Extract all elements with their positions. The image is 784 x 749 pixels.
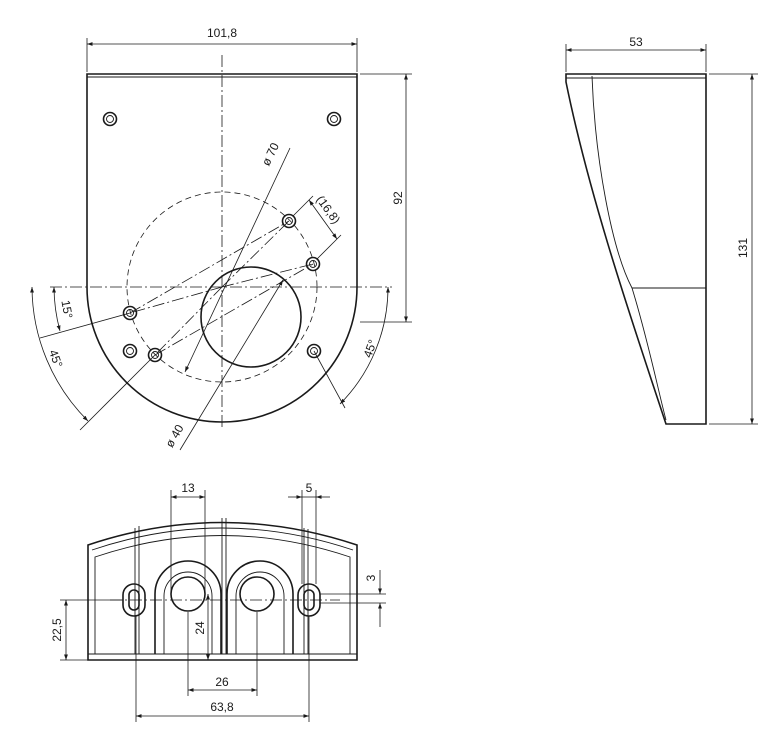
dim-22-5-label: 22,5: [50, 618, 64, 642]
front-view: 101,8 92 ø 70 ø 40 (16,8) 15° 45° 45°: [30, 26, 412, 451]
dim-5-label: 5: [306, 481, 313, 495]
dim-26-label: 26: [215, 675, 229, 689]
dim-3-label: 3: [364, 574, 378, 581]
boss-left: [154, 560, 222, 654]
center-hole-40: [200, 266, 302, 368]
bottom-outer-outline: [87, 521, 358, 661]
boss-left-inner: [163, 571, 213, 654]
angle-15-ext: [39, 312, 131, 339]
dim-16-8-label: (16,8): [313, 193, 343, 227]
radial-line-3: [129, 286, 223, 314]
angle-45-left-label: 45°: [46, 348, 65, 370]
side-view: 53 131: [565, 35, 758, 425]
angle-45-right-arc: [339, 286, 390, 405]
angle-45-right-ext: [313, 350, 346, 409]
bolt-hole-2: [147, 347, 163, 363]
dim-16-8-line: [308, 199, 338, 240]
dim-63-8-label: 63,8: [210, 700, 234, 714]
rib-right: [303, 528, 309, 654]
mounting-hole-top-right: [326, 111, 342, 127]
side-inner-curve: [591, 75, 667, 421]
dim-height-label: 92: [391, 191, 405, 205]
angle-45-right-label: 45°: [361, 338, 380, 360]
bolt-hole-3: [281, 213, 297, 229]
bottom-inner-wall: [94, 535, 351, 654]
angle-45-left-arc: [30, 286, 89, 422]
dim-24-label: 24: [193, 621, 207, 635]
radial-line-1: [221, 220, 290, 288]
boss-right: [226, 560, 294, 654]
boss-right-inner: [235, 571, 285, 654]
hole-left: [170, 576, 206, 612]
dia-70-leader: [184, 147, 291, 373]
angle-45-left-ext: [79, 354, 156, 431]
radial-line-4: [154, 286, 223, 356]
mounting-hole-bottom-left: [122, 343, 138, 359]
mounting-hole-top-left: [102, 111, 118, 127]
angle-15-label: 15°: [58, 299, 75, 320]
rib-left: [134, 526, 140, 654]
bottom-view: 13 5 3 22,5 24 26 63,8: [50, 481, 386, 722]
dim-width-label: 101,8: [207, 26, 237, 40]
dim-depth-label: 53: [629, 35, 643, 49]
mounting-hole-bottom-right: [306, 343, 322, 359]
dia-40-label: ø 40: [162, 422, 186, 450]
dim-side-height-label: 131: [736, 238, 750, 258]
bolt-chord-line: [154, 263, 314, 356]
dim-16-8-ext-2: [316, 234, 342, 260]
angle-15-arc: [52, 286, 61, 332]
bolt-circle-70: [126, 191, 318, 383]
bolt-chord-line-2: [129, 220, 290, 314]
dim-16-8-ext-1: [292, 195, 314, 217]
dia-70-label: ø 70: [259, 140, 282, 168]
dia-40-leader: [179, 279, 284, 451]
hole-right: [239, 576, 275, 612]
rib-center: [221, 518, 227, 654]
dim-13-label: 13: [181, 481, 195, 495]
bolt-hole-4: [305, 256, 321, 272]
radial-line-2: [221, 263, 314, 288]
bolt-hole-1: [122, 305, 138, 321]
side-outer-outline: [565, 73, 707, 425]
